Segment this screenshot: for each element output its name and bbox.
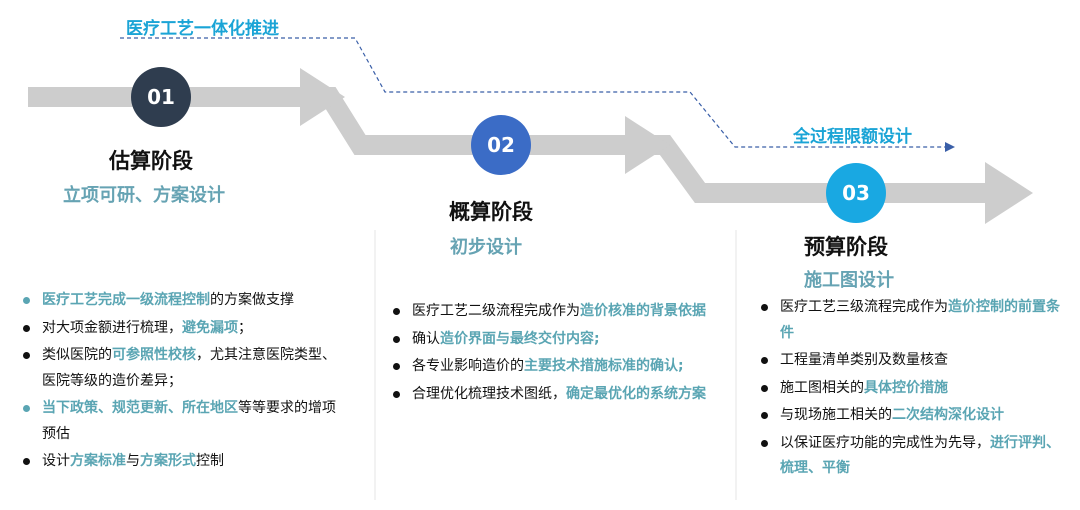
stage-2-bullet-list: 医疗工艺二级流程完成作为造价核准的背景依据确认造价界面与最终交付内容;各专业影响… <box>389 299 706 409</box>
bullet-dot-icon <box>23 297 30 304</box>
bullet-text: 医疗工艺二级流程完成作为 <box>412 303 580 319</box>
stage-3-title: 预算阶段 <box>804 235 888 259</box>
stage-3-subtitle: 施工图设计 <box>804 270 894 291</box>
bullet-dot-icon <box>23 458 30 465</box>
highlight-text: 主要技术措施标准的确认; <box>524 358 684 374</box>
banner-mid: 全过程限额设计 <box>793 127 912 147</box>
stage-1-title: 估算阶段 <box>109 149 193 173</box>
highlight-text: 确定最优化的系统方案 <box>566 385 706 402</box>
bullet-item: 设计方案标准与方案形式控制 <box>19 449 347 475</box>
highlight-text: 进行评判、梳理、平衡 <box>780 434 1060 477</box>
bullet-dot-icon <box>761 357 768 364</box>
bullet-text: ； <box>238 319 252 336</box>
bullet-dot-icon <box>393 308 400 315</box>
bullet-text: 与 <box>126 453 140 469</box>
stage-2-subtitle: 初步设计 <box>450 237 522 258</box>
bullet-item: 医疗工艺三级流程完成作为造价控制的前置条件 <box>757 295 1062 346</box>
bullet-item: 施工图相关的具体控价措施 <box>757 376 1062 402</box>
bullet-dot-icon <box>761 384 768 392</box>
highlight-text: 造价界面与最终交付内容; <box>440 330 600 347</box>
bullet-dot-icon <box>23 324 30 332</box>
bullet-dot-icon <box>761 439 768 447</box>
dashed-arrowhead <box>945 142 955 152</box>
bullet-item: 医疗工艺完成一级流程控制的方案做支撑 <box>19 288 347 314</box>
bullet-item: 工程量清单类别及数量核查 <box>757 348 1062 374</box>
highlight-text: 避免漏项 <box>182 319 238 336</box>
bullet-text: 设计 <box>42 453 70 469</box>
highlight-text: 方案形式 <box>140 453 196 469</box>
bullet-text: 以保证医疗功能的完成性为先导， <box>780 434 990 451</box>
highlight-text: 具体控价措施 <box>864 379 948 396</box>
dashed-guide-lines <box>120 37 945 148</box>
bullet-text: 控制 <box>196 453 224 469</box>
banner-top: 医疗工艺一体化推进 <box>126 19 279 39</box>
highlight-text: 造价核准的背景依据 <box>580 303 706 319</box>
highlight-text: 医疗工艺完成一级流程控制 <box>42 292 210 308</box>
bullet-text: 的方案做支撑 <box>210 292 294 308</box>
bullet-item: 合理优化梳理技术图纸，确定最优化的系统方案 <box>389 382 706 408</box>
stage-3-bullet-list: 医疗工艺三级流程完成作为造价控制的前置条件工程量清单类别及数量核查施工图相关的具… <box>757 295 1062 484</box>
bullet-text: 等等要求的增项预估 <box>42 400 336 442</box>
bullet-dot-icon <box>393 335 400 343</box>
bullet-dot-icon <box>393 363 400 370</box>
highlight-text: 方案标准 <box>70 453 126 469</box>
highlight-text: 造价控制的前置条件 <box>780 299 1060 341</box>
stage-2-title: 概算阶段 <box>449 200 533 224</box>
bullet-item: 确认造价界面与最终交付内容; <box>389 327 706 353</box>
bullet-text: 医疗工艺三级流程完成作为 <box>780 299 948 315</box>
stage-2-number-circle: 02 <box>471 115 531 175</box>
bullet-item: 当下政策、规范更新、所在地区等等要求的增项预估 <box>19 396 347 447</box>
bullet-item: 对大项金额进行梳理，避免漏项； <box>19 316 347 342</box>
bullet-dot-icon <box>23 405 30 412</box>
stage-1-subtitle: 立项可研、方案设计 <box>63 185 225 206</box>
bullet-text: 确认 <box>412 330 440 347</box>
bullet-item: 类似医院的可参照性校核，尤其注意医院类型、医院等级的造价差异； <box>19 343 347 394</box>
bullet-dot-icon <box>761 304 768 311</box>
bullet-text: 对大项金额进行梳理， <box>42 319 182 336</box>
bullet-item: 各专业影响造价的主要技术措施标准的确认; <box>389 354 706 380</box>
bullet-item: 与现场施工相关的二次结构深化设计 <box>757 403 1062 429</box>
bullet-item: 医疗工艺二级流程完成作为造价核准的背景依据 <box>389 299 706 325</box>
bullet-text: 类似医院的 <box>42 347 112 363</box>
highlight-text: 当下政策、规范更新、所在地区 <box>42 400 238 416</box>
highlight-text: 二次结构深化设计 <box>892 407 1004 423</box>
bullet-text: 与现场施工相关的 <box>780 407 892 423</box>
stage-1-bullet-list: 医疗工艺完成一级流程控制的方案做支撑对大项金额进行梳理，避免漏项；类似医院的可参… <box>19 288 347 477</box>
bullet-dot-icon <box>23 352 30 359</box>
bullet-dot-icon <box>393 390 400 398</box>
highlight-text: 可参照性校核 <box>112 347 196 363</box>
bullet-text: 工程量清单类别及数量核查 <box>780 352 948 368</box>
bullet-text: 施工图相关的 <box>780 379 864 396</box>
bullet-text: 各专业影响造价的 <box>412 358 524 374</box>
bullet-text: 合理优化梳理技术图纸， <box>412 385 566 402</box>
bullet-text: ，尤其注意医院类型、医院等级的造价差异； <box>42 347 336 389</box>
bullet-dot-icon <box>761 412 768 419</box>
stage-3-number-circle: 03 <box>826 163 886 223</box>
bullet-item: 以保证医疗功能的完成性为先导，进行评判、梳理、平衡 <box>757 431 1062 482</box>
stage-1-number-circle: 01 <box>131 67 191 127</box>
